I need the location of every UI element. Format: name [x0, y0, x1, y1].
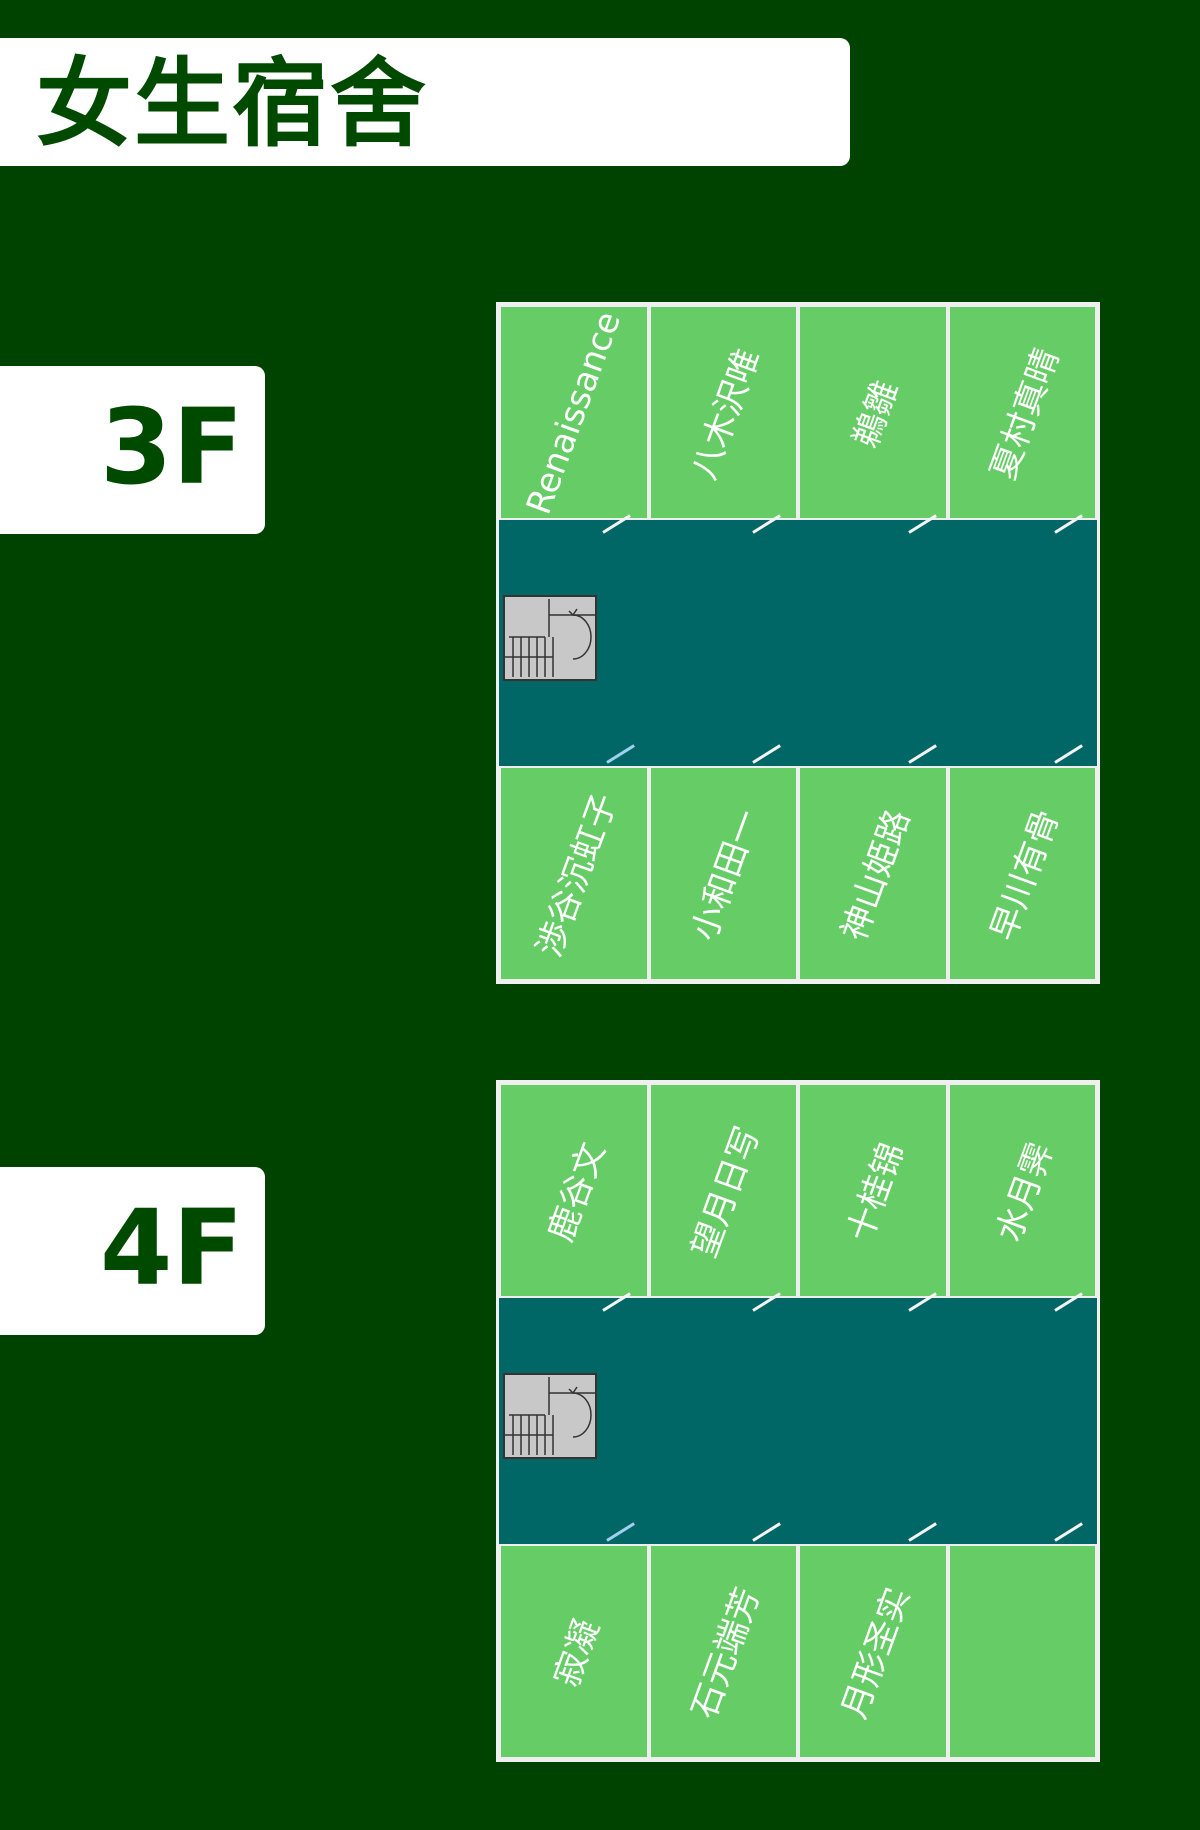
- room-4f-bottom-4[interactable]: [947, 1544, 1097, 1759]
- room-4f-bottom-2[interactable]: 石元端芳: [648, 1544, 798, 1759]
- corridor: [499, 1298, 1097, 1544]
- room-name: 神山姫路: [833, 803, 919, 946]
- room-4f-top-2[interactable]: 望月日写: [648, 1083, 798, 1298]
- room-3f-bottom-2[interactable]: 小和田一: [648, 766, 798, 981]
- room-4f-top-1[interactable]: 鹿谷文: [499, 1083, 649, 1298]
- stairs-icon: [503, 595, 597, 681]
- room-name: 小和田一: [684, 803, 769, 946]
- room-row-top: Renaissance 八木沢唯 鵜雛 夏村真晴: [499, 305, 1097, 520]
- room-4f-bottom-3[interactable]: 月形圣实: [798, 1544, 948, 1759]
- stairs-icon: [503, 1373, 597, 1459]
- floor-plan-3f: Renaissance 八木沢唯 鵜雛 夏村真晴: [496, 302, 1100, 984]
- floor-label-4f-text: 4F: [100, 1187, 244, 1309]
- page-title: 女生宿舍: [36, 48, 428, 160]
- floor-plan-4f: 鹿谷文 望月日写 十桂锦 水月霁: [496, 1080, 1100, 1762]
- corridor: [499, 520, 1097, 766]
- room-name: 望月日写: [684, 1120, 769, 1263]
- room-name: 十桂锦: [839, 1136, 913, 1247]
- floor-label-4f: 4F: [0, 1167, 265, 1335]
- room-name: Renaissance: [518, 305, 629, 520]
- room-name: 夏村真晴: [983, 342, 1068, 485]
- room-3f-top-4[interactable]: 夏村真晴: [947, 305, 1097, 520]
- room-row-bottom: 寂凝 石元端芳 月形圣实: [499, 1544, 1097, 1759]
- room-row-bottom: 渉谷沉虹子 小和田一 神山姫路 早川有骨: [499, 766, 1097, 981]
- room-name: 渉谷沉虹子: [529, 787, 625, 962]
- floor-label-3f: 3F: [0, 366, 265, 534]
- room-name: 月形圣实: [833, 1581, 919, 1724]
- room-name: 寂凝: [546, 1613, 608, 1692]
- room-4f-top-4[interactable]: 水月霁: [947, 1083, 1097, 1298]
- room-name: 早川有骨: [983, 803, 1068, 946]
- room-name: 石元端芳: [684, 1581, 769, 1724]
- floor-label-3f-text: 3F: [100, 386, 244, 508]
- room-3f-top-1[interactable]: Renaissance: [499, 305, 649, 520]
- room-3f-bottom-1[interactable]: 渉谷沉虹子: [499, 766, 649, 981]
- room-3f-bottom-4[interactable]: 早川有骨: [947, 766, 1097, 981]
- room-name: 八木沢唯: [684, 342, 769, 485]
- room-3f-bottom-3[interactable]: 神山姫路: [798, 766, 948, 981]
- room-4f-bottom-1[interactable]: 寂凝: [499, 1544, 649, 1759]
- room-name: 水月霁: [989, 1136, 1062, 1247]
- room-name: 鵜雛: [845, 374, 907, 453]
- room-name: 鹿谷文: [540, 1136, 614, 1247]
- title-banner: 女生宿舍: [0, 38, 850, 166]
- room-row-top: 鹿谷文 望月日写 十桂锦 水月霁: [499, 1083, 1097, 1298]
- room-3f-top-2[interactable]: 八木沢唯: [648, 305, 798, 520]
- room-4f-top-3[interactable]: 十桂锦: [798, 1083, 948, 1298]
- room-3f-top-3[interactable]: 鵜雛: [798, 305, 948, 520]
